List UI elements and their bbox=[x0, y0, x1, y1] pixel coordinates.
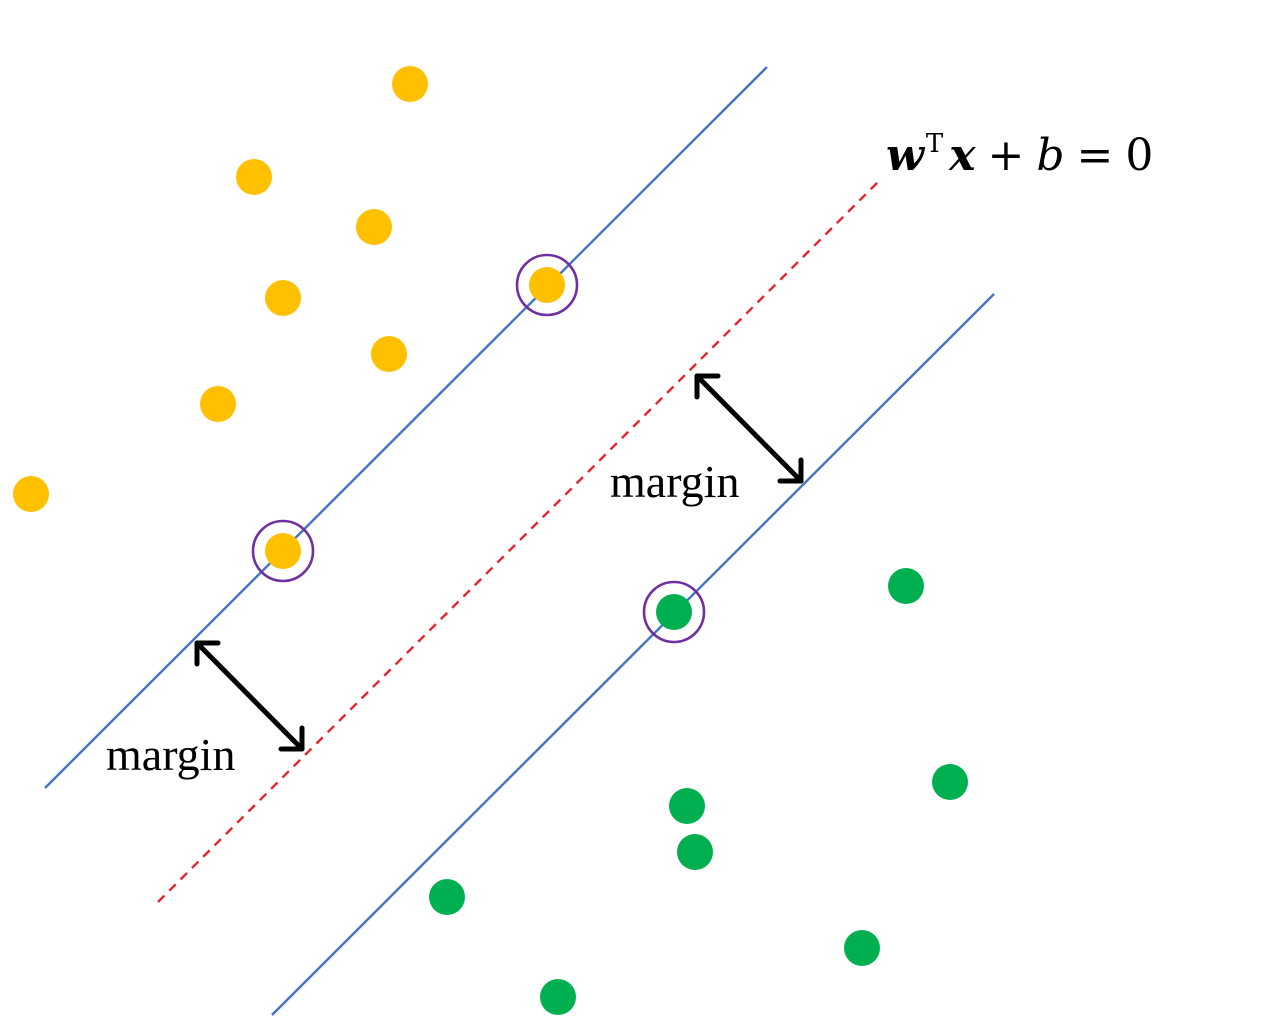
decision-boundary-line bbox=[157, 179, 881, 903]
class-b-point bbox=[677, 834, 713, 870]
class-b-point bbox=[932, 764, 968, 800]
support-vector-ring bbox=[515, 253, 579, 317]
eq-w: w bbox=[886, 130, 926, 181]
margin-label-upper: margin bbox=[610, 456, 739, 507]
eq-zero: 0 bbox=[1125, 130, 1153, 181]
eq-plus: + bbox=[987, 130, 1024, 181]
class-a-point bbox=[371, 336, 407, 372]
class-b-support-point bbox=[656, 594, 692, 630]
support-vector-ring bbox=[251, 519, 315, 583]
class-b-point bbox=[669, 788, 705, 824]
class-a-point bbox=[392, 66, 428, 102]
upper-margin-line bbox=[44, 66, 768, 789]
class-a-point bbox=[236, 159, 272, 195]
margin-label-lower: margin bbox=[106, 729, 235, 780]
class-a-point bbox=[265, 280, 301, 316]
eq-equals: = bbox=[1077, 130, 1114, 181]
margin-arrow-lower bbox=[194, 640, 305, 752]
class-b-point bbox=[429, 879, 465, 915]
eq-b: b bbox=[1036, 130, 1064, 181]
lower-margin-line bbox=[271, 293, 995, 1016]
support-vector-ring bbox=[642, 580, 706, 644]
class-b-point bbox=[540, 979, 576, 1015]
class-a-point bbox=[200, 386, 236, 422]
class-b-point bbox=[844, 930, 880, 966]
margin-arrow-upper bbox=[694, 373, 804, 484]
support-vector-rings bbox=[251, 253, 706, 644]
margin-arrows bbox=[194, 373, 804, 752]
class-b-points bbox=[429, 568, 968, 1015]
class-a-support-point bbox=[265, 533, 301, 569]
eq-transpose: T bbox=[926, 129, 944, 159]
eq-x: x bbox=[948, 130, 976, 181]
class-a-points bbox=[13, 66, 565, 569]
class-a-point bbox=[356, 209, 392, 245]
class-a-point bbox=[13, 476, 49, 512]
class-a-support-point bbox=[529, 267, 565, 303]
class-b-point bbox=[888, 568, 924, 604]
